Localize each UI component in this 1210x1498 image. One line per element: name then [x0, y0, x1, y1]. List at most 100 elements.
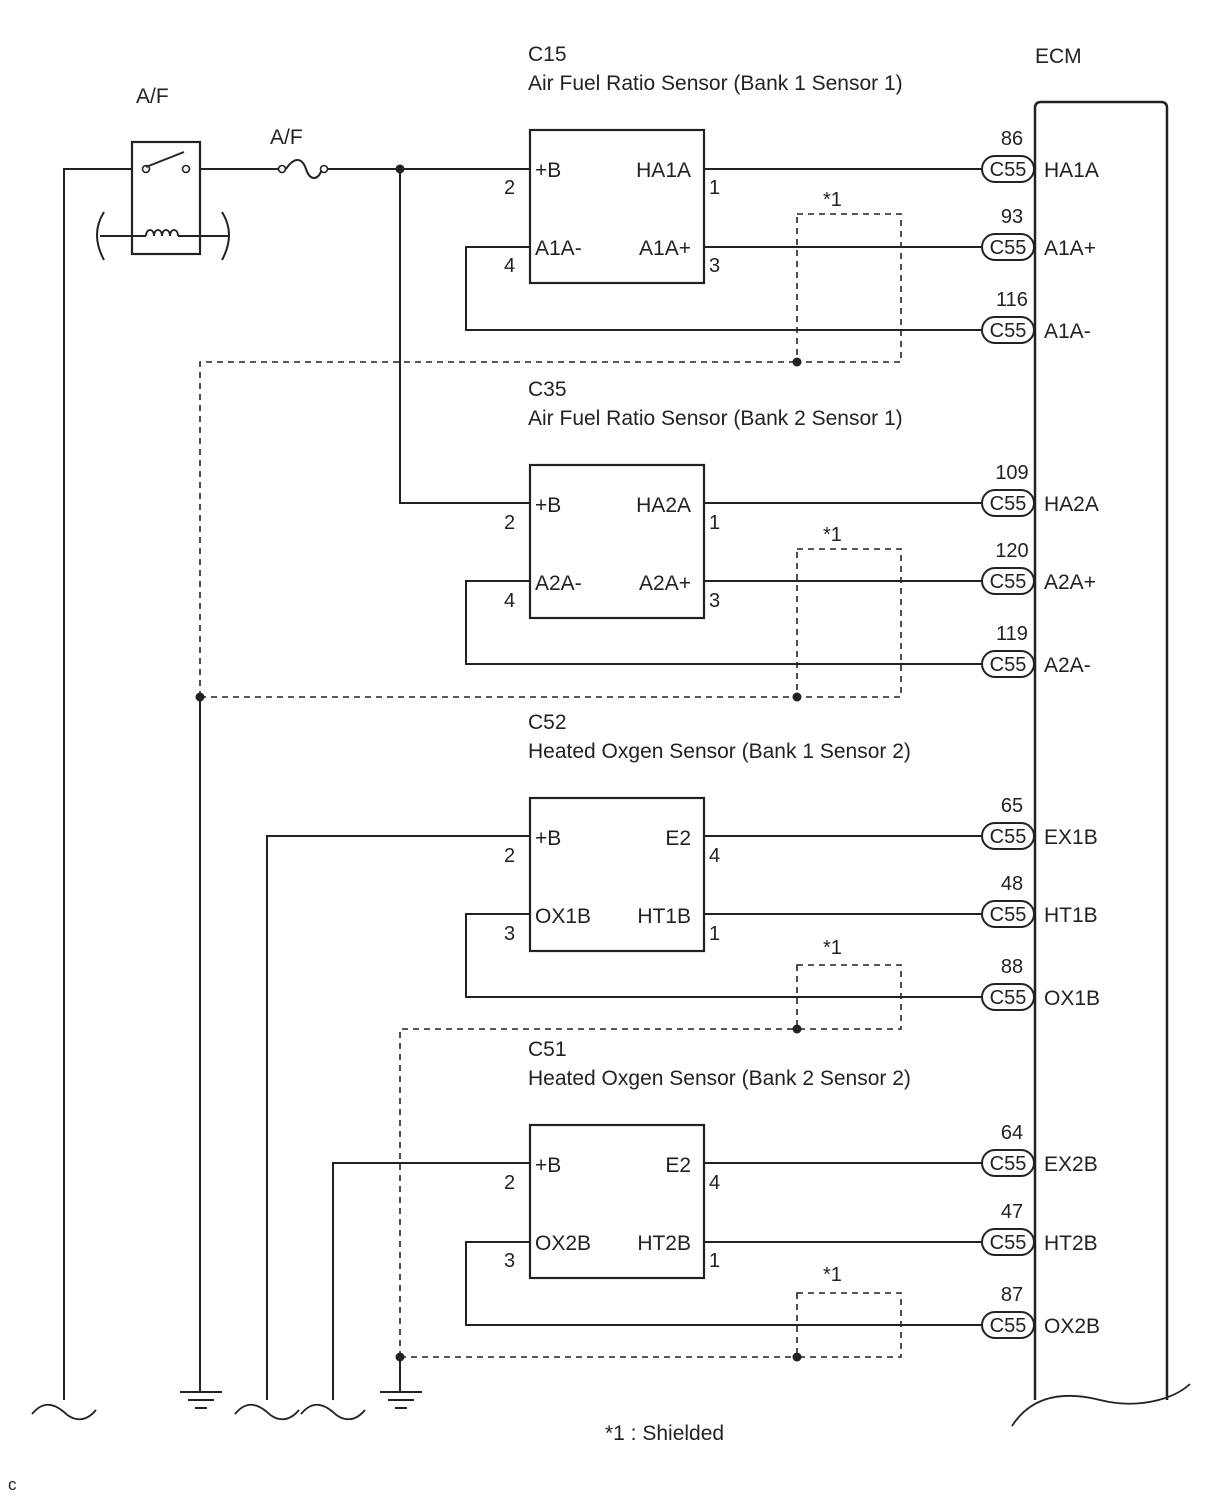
pin-number: 4 — [709, 845, 720, 867]
ecm-signal-label: A2A+ — [1044, 571, 1096, 594]
ecm-signal-label: A2A- — [1044, 654, 1091, 677]
connector-code: C55 — [990, 1232, 1027, 1254]
connector-code: C55 — [990, 571, 1027, 593]
sensor-box — [528, 128, 706, 285]
ecm-signal-label: OX2B — [1044, 1315, 1100, 1338]
pin-number: 3 — [504, 923, 515, 945]
sensor-name: Heated Oxgen Sensor (Bank 2 Sensor 2) — [528, 1067, 911, 1090]
wires — [63, 168, 985, 1400]
connector-c55 — [981, 983, 1035, 1011]
connector-c55 — [981, 233, 1035, 261]
ecm-label: ECM — [1035, 45, 1082, 68]
pin-number: 3 — [709, 255, 720, 277]
sensor-name: Heated Oxgen Sensor (Bank 1 Sensor 2) — [528, 740, 911, 763]
break-marks — [31, 1403, 366, 1421]
pin-number: 3 — [709, 590, 720, 612]
sensor-name: Air Fuel Ratio Sensor (Bank 2 Sensor 1) — [528, 407, 903, 430]
connector-code: C55 — [990, 237, 1027, 259]
pin-number: 3 — [504, 1250, 515, 1272]
sensor-box — [528, 1123, 706, 1280]
ecm-signal-label: HT1B — [1044, 904, 1098, 927]
connector-c55 — [981, 155, 1035, 183]
ground-symbol — [180, 1391, 222, 1409]
connector-c55 — [981, 316, 1035, 344]
pin-number: 1 — [709, 923, 720, 945]
terminal-label: E2 — [665, 827, 691, 850]
ecm-pin-number: 116 — [996, 289, 1028, 311]
pin-number: 2 — [504, 512, 515, 534]
ecm-block — [1011, 100, 1191, 1427]
connector-code: C55 — [990, 320, 1027, 342]
ecm-pin-number: 87 — [1001, 1284, 1023, 1306]
ecm-pin-number: 120 — [995, 540, 1028, 562]
pin-number: 2 — [504, 177, 515, 199]
connector-code: C55 — [990, 826, 1027, 848]
pin-number: 4 — [504, 255, 515, 277]
terminal-label: +B — [535, 1154, 561, 1177]
shield-mark: *1 — [823, 937, 842, 959]
connector-code: C55 — [990, 159, 1027, 181]
shield-mark: *1 — [823, 1264, 842, 1286]
connector-c55 — [981, 1311, 1035, 1339]
terminal-label: +B — [535, 159, 561, 182]
ecm-pin-number: 109 — [995, 462, 1028, 484]
connector-c55 — [981, 489, 1035, 517]
terminal-label: A1A- — [535, 237, 582, 260]
terminal-label: A2A- — [535, 572, 582, 595]
terminal-label: OX2B — [535, 1232, 591, 1255]
shield-lines — [199, 213, 902, 1358]
relay-symbol — [96, 140, 230, 261]
connector-code: C55 — [990, 1153, 1027, 1175]
terminal-label: HT1B — [637, 905, 691, 928]
shield-legend: *1 : Shielded — [605, 1422, 724, 1445]
sensor-box — [528, 463, 706, 620]
ecm-signal-label: HA2A — [1044, 493, 1099, 516]
connector-code: C55 — [990, 987, 1027, 1009]
ecm-pin-number: 65 — [1001, 795, 1023, 817]
connector-code: C55 — [990, 1315, 1027, 1337]
ecm-pin-number: 88 — [1001, 956, 1023, 978]
footer-code: c — [8, 1475, 17, 1494]
ecm-signal-label: EX2B — [1044, 1153, 1098, 1176]
ecm-pin-number: 48 — [1001, 873, 1023, 895]
sensor-code: C35 — [528, 378, 567, 401]
pin-number: 2 — [504, 845, 515, 867]
terminal-label: +B — [535, 494, 561, 517]
connector-c55 — [981, 900, 1035, 928]
sensor-box — [528, 796, 706, 953]
ecm-signal-label: A1A+ — [1044, 237, 1096, 260]
pin-number: 1 — [709, 177, 720, 199]
connector-c55 — [981, 567, 1035, 595]
terminal-label: HA1A — [636, 159, 691, 182]
terminal-label: A2A+ — [639, 572, 691, 595]
fuse-symbol — [277, 159, 329, 179]
ecm-pin-number: 64 — [1001, 1122, 1023, 1144]
terminal-label: HT2B — [637, 1232, 691, 1255]
relay-label: A/F — [136, 85, 169, 108]
connector-c55 — [981, 1228, 1035, 1256]
ecm-pin-number: 47 — [1001, 1201, 1023, 1223]
connector-code: C55 — [990, 654, 1027, 676]
sensor-code: C52 — [528, 711, 567, 734]
ecm-signal-label: HA1A — [1044, 159, 1099, 182]
connector-c55 — [981, 822, 1035, 850]
ecm-signal-label: EX1B — [1044, 826, 1098, 849]
pin-number: 4 — [709, 1172, 720, 1194]
pin-number: 1 — [709, 1250, 720, 1272]
connector-code: C55 — [990, 493, 1027, 515]
fuse-label: A/F — [270, 126, 303, 149]
sensor-code: C15 — [528, 43, 567, 66]
ground-symbol — [380, 1391, 422, 1409]
ecm-signal-label: HT2B — [1044, 1232, 1098, 1255]
sensor-code: C51 — [528, 1038, 567, 1061]
pin-number: 2 — [504, 1172, 515, 1194]
pin-number: 4 — [504, 590, 515, 612]
terminal-label: HA2A — [636, 494, 691, 517]
shield-mark: *1 — [823, 189, 842, 211]
ecm-signal-label: OX1B — [1044, 987, 1100, 1010]
sensor-name: Air Fuel Ratio Sensor (Bank 1 Sensor 1) — [528, 72, 903, 95]
terminal-label: E2 — [665, 1154, 691, 1177]
terminal-label: +B — [535, 827, 561, 850]
